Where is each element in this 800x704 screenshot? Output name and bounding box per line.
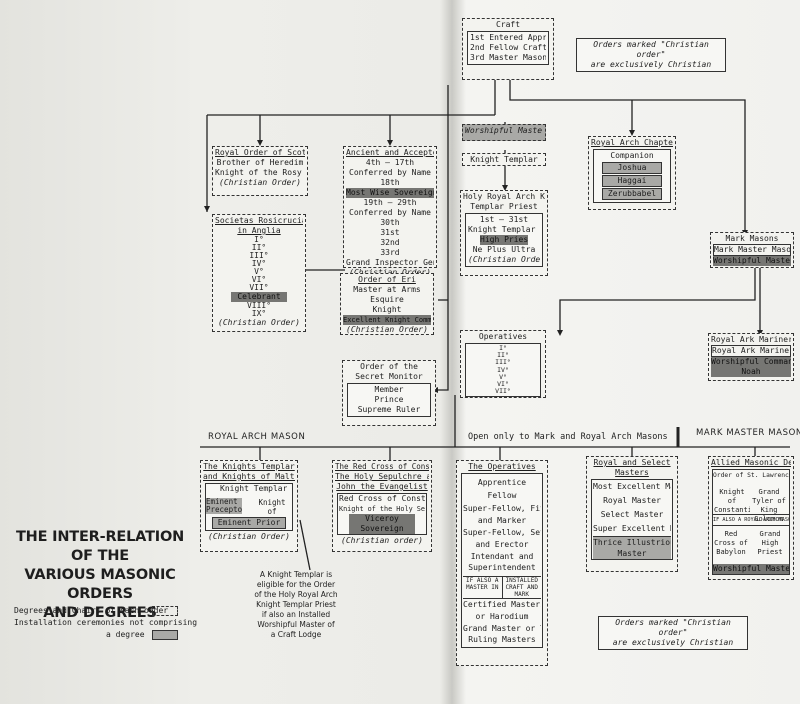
red-cross-constantine-box: The Red Cross of Constantine The Holy Se… (332, 460, 432, 552)
knights-templar-box: The Knights Templar and Knights of Malta… (200, 460, 298, 552)
allied-masonic-degrees-box: Allied Masonic Degrees Order of St. Lawr… (708, 456, 794, 580)
craft-degree: 2nd Fellow Craft (470, 43, 546, 52)
societas-rosicruciana-box: Societas Rosicrucian in Anglia I° II° II… (212, 214, 306, 332)
operatives-bottom-box: The Operatives Apprentice Fellow Super-F… (456, 460, 548, 666)
mark-masons-box: Mark Masons Mark Master Mason Worshipful… (710, 232, 794, 268)
royal-select-masters-box: Royal and Select Masters Most Excellent … (586, 456, 678, 572)
secret-monitor-box: Order of the Secret Monitor Member Princ… (342, 360, 436, 426)
diagram-title: THE INTER-RELATION OF THE VARIOUS MASONI… (15, 529, 185, 621)
header-royal-arch-mason: ROYAL ARCH MASON (208, 432, 306, 442)
christian-note-bottom: Orders marked "Christian order"are exclu… (598, 616, 748, 650)
order-of-eri-box: Order of Eri Master at Arms Esquire Knig… (340, 273, 434, 335)
legend-dashed-swatch (152, 606, 178, 616)
royal-arch-chapter-box: Royal Arch Chapter Companion Joshua Hagg… (588, 136, 676, 210)
legend-shaded-swatch (152, 630, 178, 640)
legend-installation-2: a degree (106, 630, 145, 639)
craft-degrees: 1st Entered Apprentice 2nd Fellow Craft … (467, 31, 549, 65)
operatives-top-box: Operatives I° II° III° IV° V° VI° VII° (460, 330, 546, 398)
royal-order-scotland-box: Royal Order of Scotland Brother of Hered… (212, 146, 308, 196)
header-mark-master-mason: MARK MASTER MASON (696, 428, 800, 438)
knight-templar-priest-box: Holy Royal Arch Knight Templar Priest 1s… (460, 190, 548, 276)
royal-ark-mariners-box: Royal Ark Mariners Royal Ark Mariner Wor… (708, 333, 794, 381)
ancient-accepted-rite-box: Ancient and Accepted Rite 4th – 17th Con… (343, 146, 437, 277)
worshipful-master-craft: Worshipful Master (462, 124, 546, 141)
craft-degree: 3rd Master Mason (470, 53, 546, 62)
craft-degree: 1st Entered Apprentice (470, 33, 546, 42)
craft-box: Craft 1st Entered Apprentice 2nd Fellow … (462, 18, 554, 80)
footnote-knight-templar: A Knight Templar is eligible for the Ord… (254, 570, 338, 639)
legend-degrees: Degrees and Chairs of each order (14, 606, 169, 615)
legend-installation: Installation ceremonies not comprising (14, 618, 198, 627)
craft-title: Craft (495, 20, 521, 29)
knight-templar-link: Knight Templar (462, 153, 546, 166)
christian-note-top: Orders marked "Christian order"are exclu… (576, 38, 726, 72)
header-open-only: Open only to Mark and Royal Arch Masons (468, 432, 668, 442)
